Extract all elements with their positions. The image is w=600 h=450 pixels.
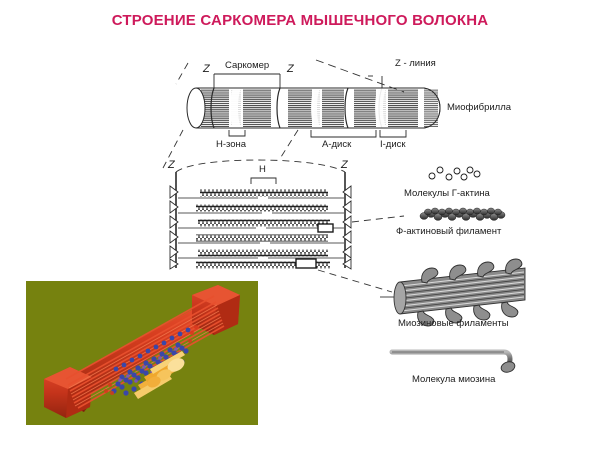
- label-myosin-molecule: Молекула миозина: [412, 374, 496, 385]
- label-z-left-top: Z: [203, 63, 210, 75]
- label-sarcomere: Саркомер: [225, 60, 270, 71]
- myosin-molecule: [389, 349, 516, 373]
- z-attachments-left: [169, 185, 179, 270]
- sarcomere-3d-model-image: [26, 281, 258, 425]
- leader-to-myosin-filament: [317, 269, 393, 293]
- label-z-right-top: Z: [287, 63, 294, 75]
- label-g-actin: Молекулы Г-актина: [404, 188, 490, 199]
- myofibril-cylinder: [186, 87, 441, 129]
- label-i-disc: I-диск: [380, 139, 406, 150]
- filament-array: [169, 159, 405, 293]
- leader-left-top: [175, 62, 189, 85]
- leader-right-bottom: [280, 129, 299, 158]
- callout-box-myosin: [295, 258, 317, 269]
- thick-filaments: [196, 189, 330, 269]
- page-title: СТРОЕНИЕ САРКОМЕРА МЫШЕЧНОГО ВОЛОКНА: [111, 12, 489, 29]
- thin-filament-strands: [65, 295, 225, 409]
- f-actin-filament: [419, 207, 506, 221]
- myosin-filaments: [380, 258, 526, 327]
- label-h-zone-mid: H: [259, 164, 266, 175]
- left-end-cap: [44, 367, 92, 418]
- label-myosin-filaments: Миозиновые филаменты: [398, 318, 509, 329]
- label-f-actin: Ф-актиновый филамент: [396, 226, 502, 237]
- thin-filaments: [178, 197, 344, 259]
- z-connector-arc: [175, 159, 346, 173]
- label-z-line: Z - линия: [395, 58, 436, 69]
- label-a-disc: А-диск: [322, 139, 352, 150]
- label-h-zone: Н-зона: [216, 139, 247, 150]
- callout-box-actin: [317, 223, 334, 233]
- myosin-core: [134, 351, 185, 399]
- h-bracket: [250, 177, 277, 184]
- label-z-right-mid: Z: [341, 159, 348, 171]
- sarcomere-span: [213, 73, 281, 88]
- leader-to-f-actin: [351, 215, 405, 223]
- z-attachments-right: [342, 185, 352, 270]
- label-z-left-mid: Z: [168, 159, 175, 171]
- leader-z-line: [315, 59, 405, 93]
- g-actin-molecules: [428, 166, 481, 181]
- top-brackets: [228, 130, 407, 138]
- label-myofibril: Миофибрилла: [447, 102, 512, 113]
